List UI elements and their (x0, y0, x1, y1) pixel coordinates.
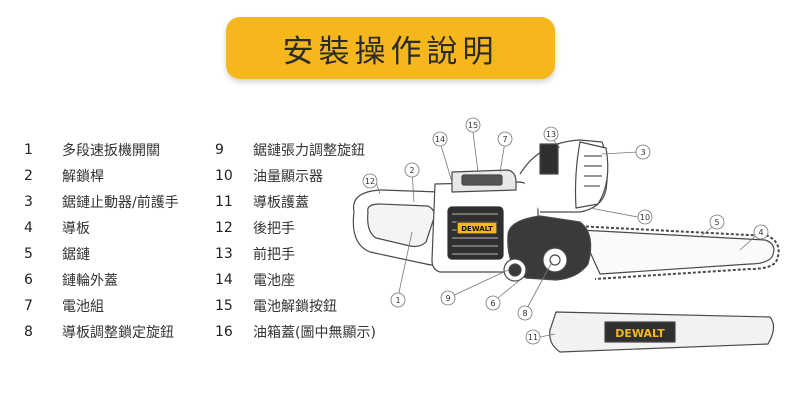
legend-number: 8 (24, 324, 33, 340)
callout-label: 10 (640, 213, 650, 222)
callout-4 (753, 224, 769, 240)
legend-item: 1 多段速扳機開關 (24, 140, 160, 160)
callout-label: 1 (395, 296, 400, 305)
legend-label: 電池座 (253, 273, 295, 289)
legend-item: 8 導板調整鎖定旋鈕 (24, 322, 174, 342)
callout-15 (465, 117, 481, 133)
legend-item: 14 電池座 (215, 270, 295, 290)
callout-11 (525, 329, 541, 345)
callout-14 (432, 131, 448, 147)
legend-label: 油箱蓋(圖中無顯示) (253, 325, 376, 341)
legend-number: 16 (215, 324, 233, 340)
legend-label: 多段速扳機開關 (62, 143, 160, 159)
callout-label: 12 (365, 177, 375, 186)
legend-label: 導板 (62, 221, 90, 237)
legend-item: 6 鏈輪外蓋 (24, 270, 118, 290)
callout-1 (390, 292, 406, 308)
saw-chain (575, 225, 780, 280)
legend-label: 鋸鏈 (62, 247, 90, 263)
callout-label: 3 (640, 148, 645, 157)
callout-label: 2 (409, 166, 414, 175)
parts-legend: 1 多段速扳機開關 2 解鎖桿 3 鋸鏈止動器/前護手 4 導板 5 鋸鏈 6 鏈輪外蓋 7… (24, 140, 376, 342)
legend-label: 電池解鎖按鈕 (253, 299, 337, 315)
callout-label: 7 (502, 135, 507, 144)
legend-item: 7 電池組 (24, 296, 104, 316)
legend-item: 10 油量顯示器 (215, 166, 323, 186)
legend-number: 13 (215, 246, 233, 262)
brand-label: DEWALT (461, 225, 493, 233)
front-guard (574, 141, 609, 209)
legend-item: 16 油箱蓋(圖中無顯示) (215, 322, 376, 342)
legend-label: 導板調整鎖定旋鈕 (62, 325, 174, 341)
legend-label: 油量顯示器 (253, 169, 323, 185)
legend-number: 7 (24, 298, 33, 314)
legend-item: 9 鋸鏈張力調整旋鈕 (215, 140, 365, 160)
callout-12 (362, 173, 378, 189)
legend-number: 15 (215, 298, 233, 314)
callout-10 (637, 209, 653, 225)
callout-label: 15 (468, 121, 478, 130)
callout-9 (440, 290, 456, 306)
bar-cover: DEWALT (549, 311, 775, 353)
legend-number: 10 (215, 168, 233, 184)
callout-7 (497, 131, 513, 147)
callout-label: 14 (435, 135, 445, 144)
legend-label: 鏈輪外蓋 (62, 273, 118, 289)
legend-item: 4 導板 (24, 218, 90, 238)
legend-label: 鋸鏈張力調整旋鈕 (253, 143, 365, 159)
legend-label: 鋸鏈止動器/前護手 (62, 195, 179, 211)
legend-number: 1 (24, 142, 33, 158)
legend-number: 2 (24, 168, 33, 184)
legend-label: 電池組 (62, 299, 104, 315)
legend-number: 6 (24, 272, 33, 288)
legend-number: 9 (215, 142, 224, 158)
callout-2 (404, 162, 420, 178)
callout-label: 5 (714, 218, 719, 227)
legend-number: 14 (215, 272, 233, 288)
legend-item: 5 鋸鏈 (24, 244, 90, 264)
legend-number: 12 (215, 220, 233, 236)
legend-item: 2 解鎖桿 (24, 166, 104, 186)
callout-5 (709, 214, 725, 230)
callout-label: 4 (758, 228, 763, 237)
callout-label: 6 (490, 299, 495, 308)
guide-bar (579, 229, 775, 275)
callout-label: 8 (522, 309, 527, 318)
callout-6 (485, 295, 501, 311)
legend-label: 導板護蓋 (253, 195, 309, 211)
callout-13 (543, 126, 559, 142)
legend-number: 3 (24, 194, 33, 210)
legend-number: 4 (24, 220, 33, 236)
legend-item: 12 後把手 (215, 218, 295, 238)
chainsaw-diagram: DEWALT DEWALT (352, 117, 780, 353)
brand-plate (456, 221, 498, 235)
callout-label: 11 (528, 333, 538, 342)
legend-label: 後把手 (253, 221, 295, 237)
legend-number: 11 (215, 194, 233, 210)
callout-3 (635, 144, 651, 160)
legend-item: 13 前把手 (215, 244, 295, 264)
callout-label: 13 (546, 130, 556, 139)
page-title: 安裝操作說明 (282, 33, 499, 70)
bar-cover-brand: DEWALT (615, 327, 665, 340)
legend-item: 3 鋸鏈止動器/前護手 (24, 192, 179, 212)
callout-label: 9 (445, 294, 450, 303)
legend-item: 15 電池解鎖按鈕 (215, 296, 337, 316)
legend-label: 前把手 (253, 247, 295, 263)
legend-label: 解鎖桿 (62, 169, 104, 185)
legend-item: 11 導板護蓋 (215, 192, 309, 212)
callout-8 (517, 305, 533, 321)
page-title-badge: 安裝操作說明 (226, 17, 555, 79)
legend-number: 5 (24, 246, 33, 262)
